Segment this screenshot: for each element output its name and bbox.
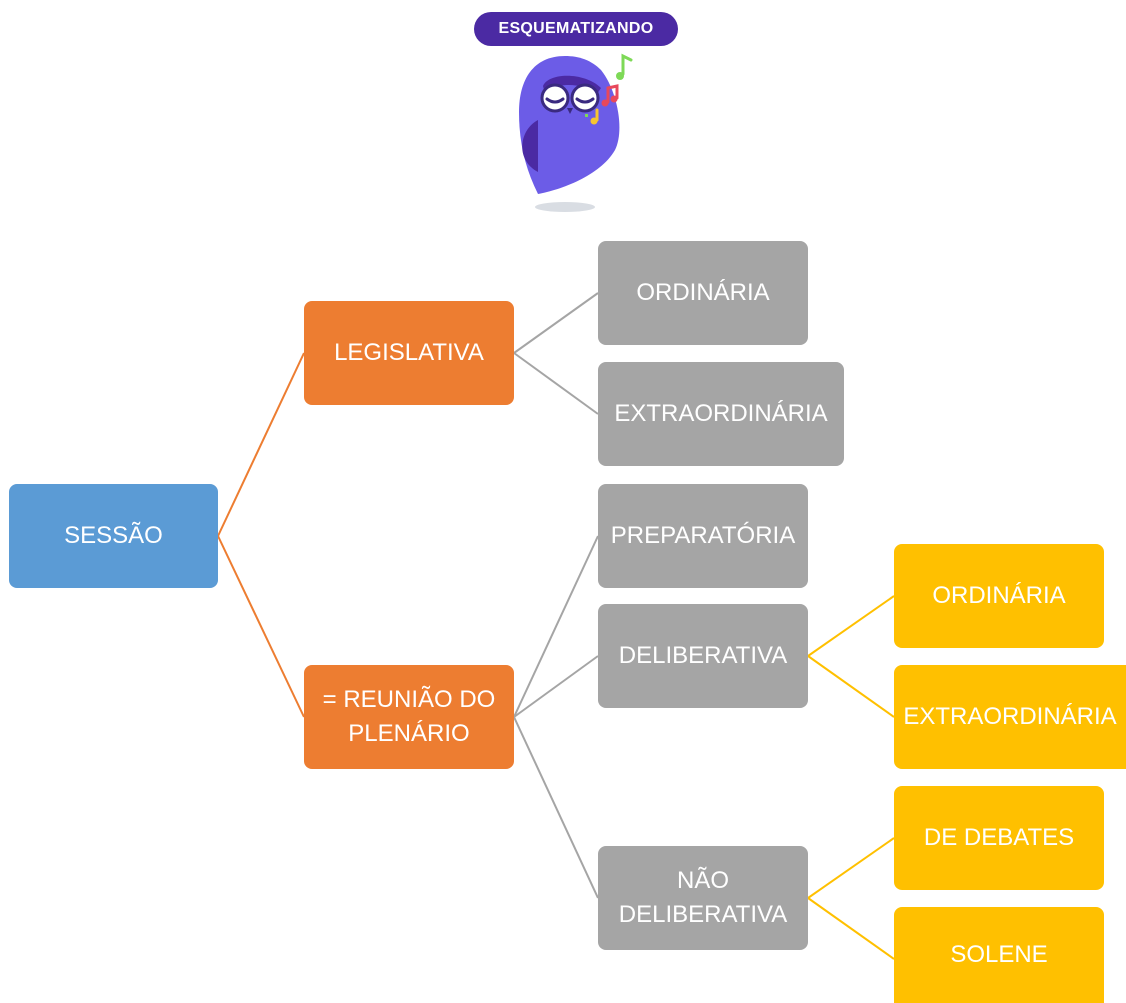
node-legislativa-extraordinaria: EXTRAORDINÁRIA	[598, 362, 844, 466]
node-nao-deliberativa: NÃO DELIBERATIVA	[598, 846, 808, 950]
link-deliberativa-extraordinaria	[807, 655, 895, 718]
esquematizando-badge: ESQUEMATIZANDO	[474, 12, 678, 46]
link-legislativa-ordinaria	[513, 292, 599, 354]
node-deliberativa-extraordinaria: EXTRAORDINÁRIA	[894, 665, 1126, 769]
link-legislativa-extraordinaria	[513, 352, 599, 415]
node-preparatoria: PREPARATÓRIA	[598, 484, 808, 588]
node-de-debates: DE DEBATES	[894, 786, 1104, 890]
node-legislativa-ordinaria: ORDINÁRIA	[598, 241, 808, 345]
link-nao-deliberativa-solene	[807, 897, 895, 960]
music-note-red-icon	[606, 84, 619, 104]
link-reuniao-preparatoria	[513, 535, 599, 718]
node-sessao: SESSÃO	[9, 484, 218, 588]
node-deliberativa-ordinaria: ORDINÁRIA	[894, 544, 1104, 648]
mascot-right-eye	[570, 83, 600, 113]
mascot-left-eye	[540, 83, 570, 113]
link-deliberativa-ordinaria	[807, 595, 895, 657]
link-sessao-reuniao	[217, 535, 305, 718]
link-nao-deliberativa-debates	[807, 837, 895, 899]
mascot-wing	[522, 120, 538, 172]
node-reuniao-do-plenario: = REUNIÃO DO PLENÁRIO	[304, 665, 514, 769]
owl-mascot-icon	[519, 53, 633, 212]
node-solene: SOLENE	[894, 907, 1104, 1003]
mascot-shadow	[535, 202, 595, 212]
music-note-green-icon	[621, 53, 633, 76]
link-reuniao-nao-deliberativa	[513, 716, 599, 899]
link-reuniao-deliberativa	[513, 655, 599, 718]
node-legislativa: LEGISLATIVA	[304, 301, 514, 405]
link-sessao-legislativa	[217, 352, 305, 537]
node-deliberativa: DELIBERATIVA	[598, 604, 808, 708]
